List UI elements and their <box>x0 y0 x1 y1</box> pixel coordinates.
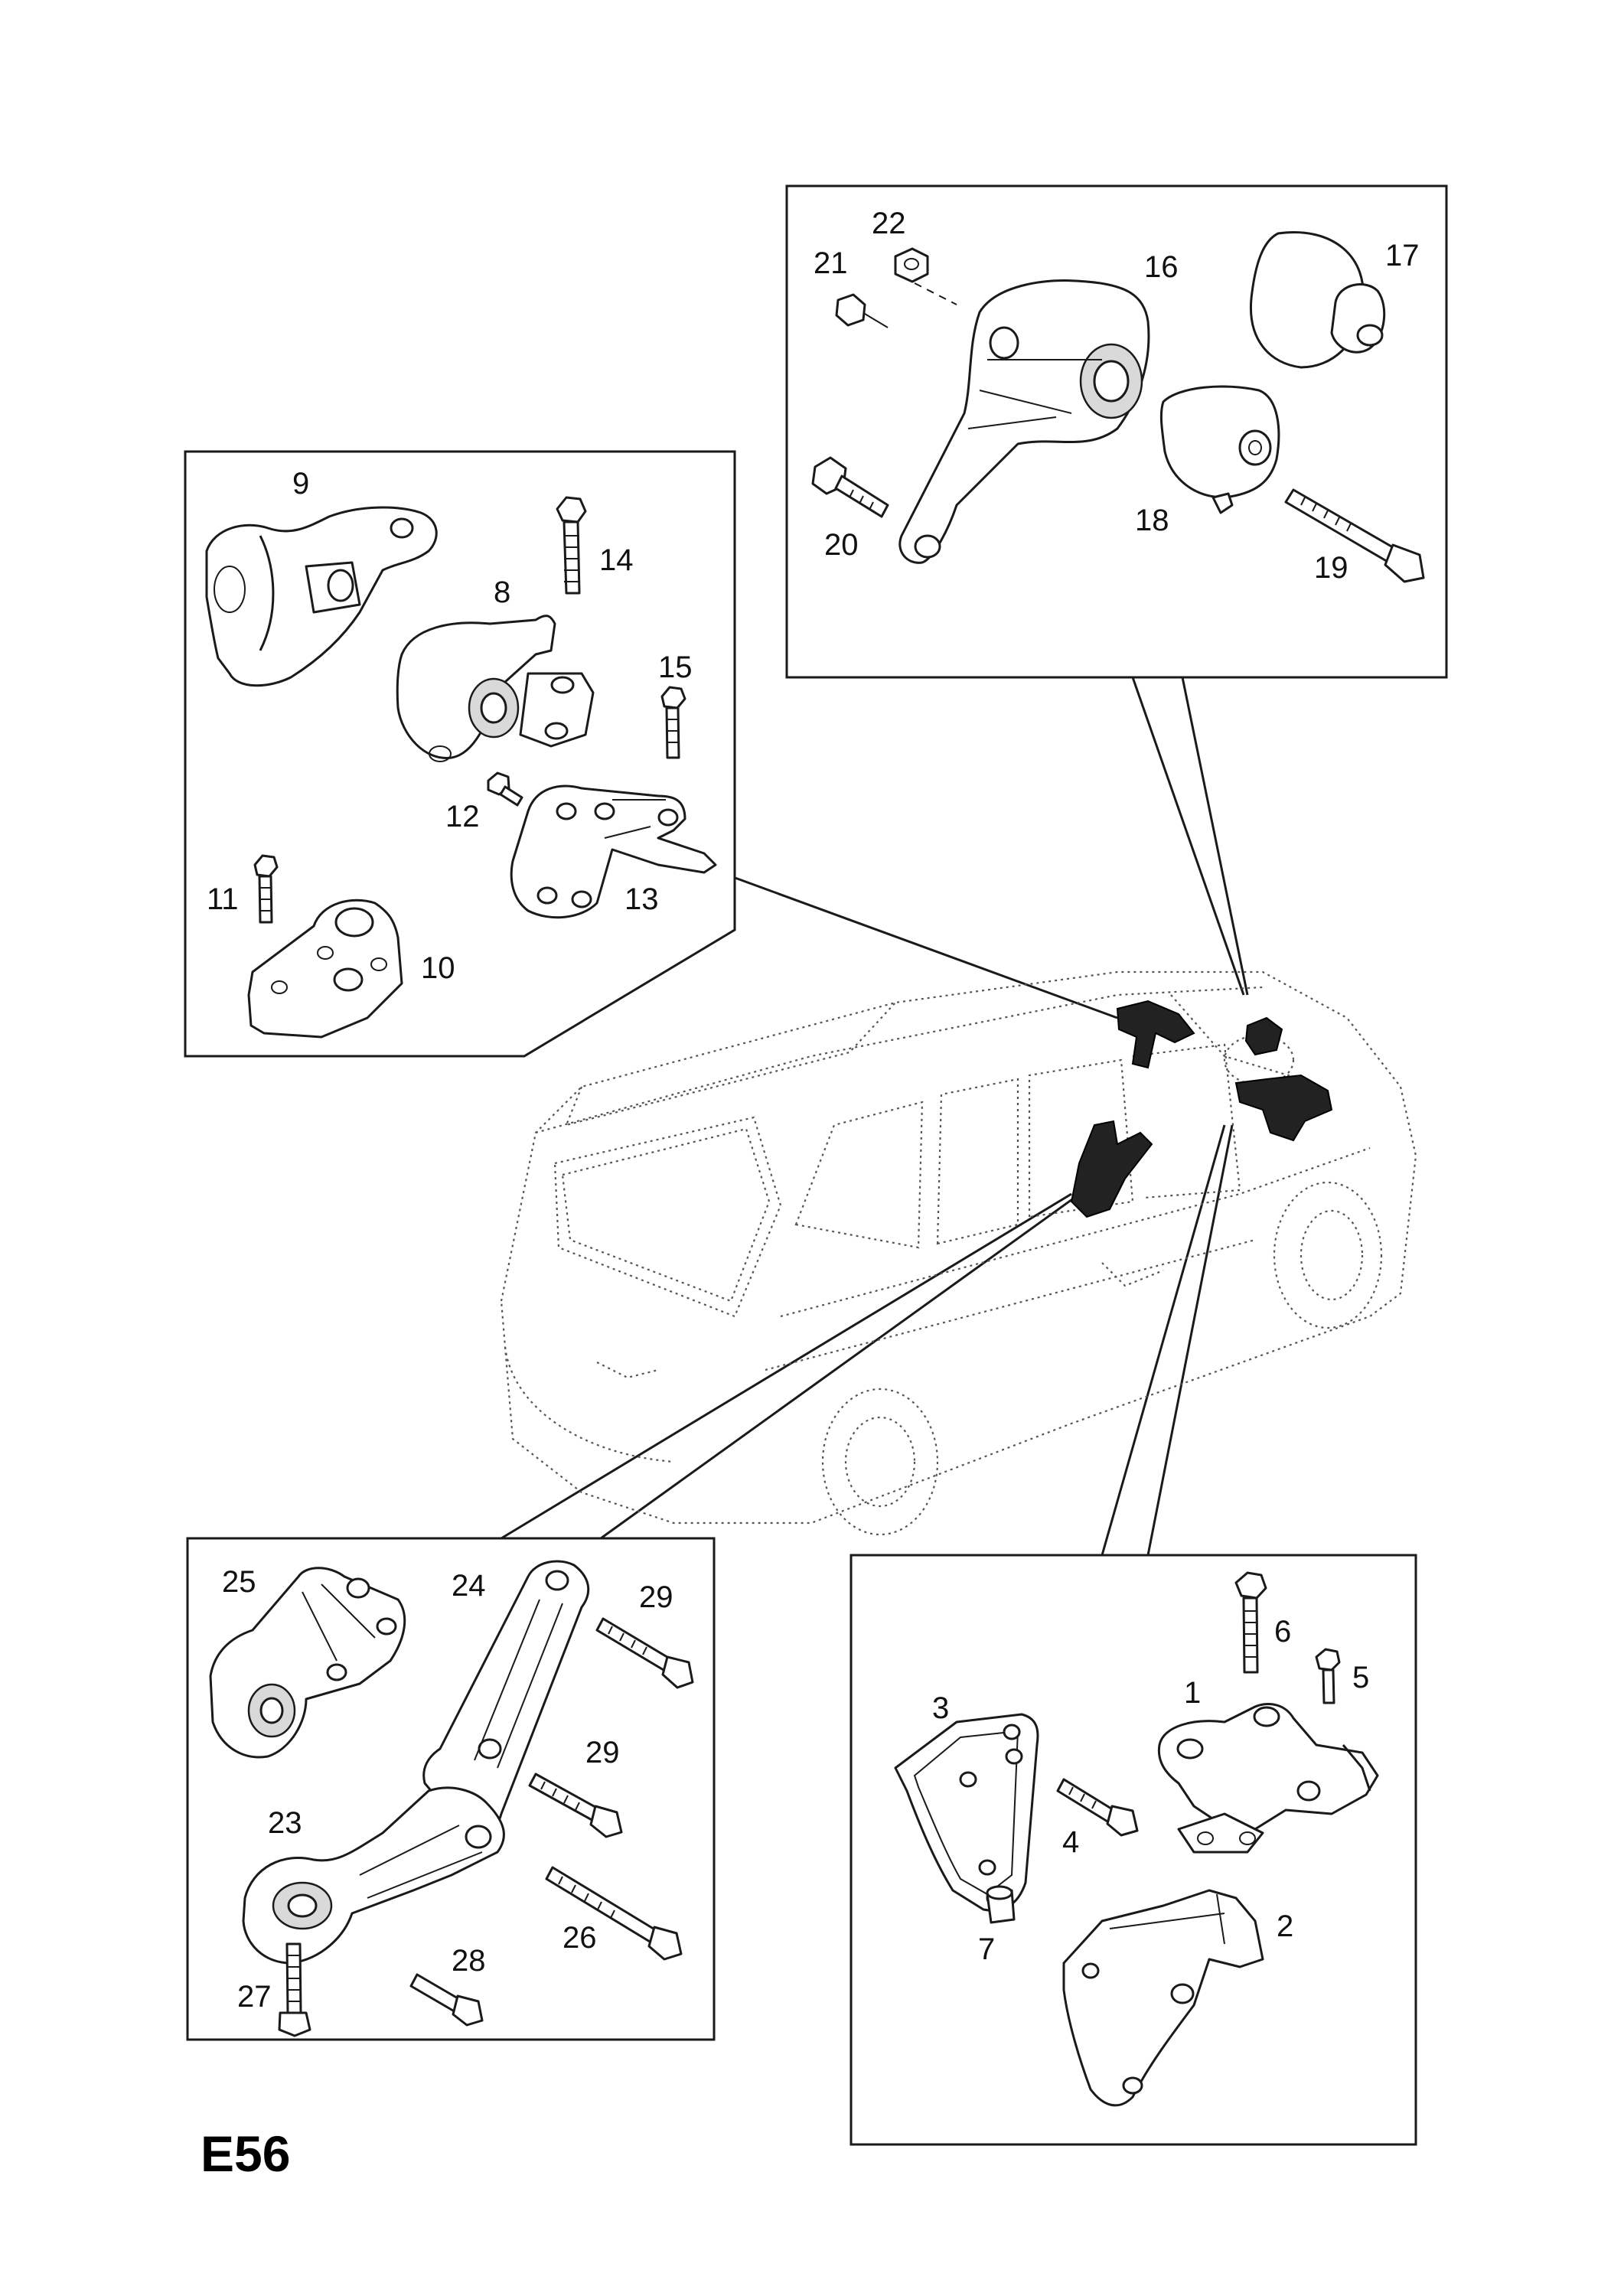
part-25-mount <box>209 1567 406 1759</box>
mount-highlight-top <box>1244 1016 1283 1056</box>
callout-27: 27 <box>237 1980 272 2014</box>
callout-29-upper: 29 <box>639 1580 673 1614</box>
mount-highlights <box>1070 1000 1333 1218</box>
callout-14: 14 <box>599 543 634 577</box>
callout-20: 20 <box>824 528 859 562</box>
panel-upper-left: 9 14 8 15 12 13 11 10 <box>184 450 736 1058</box>
part-19-bolt <box>1284 488 1425 583</box>
part-16-torque-arm <box>898 279 1150 564</box>
part-29-bolt-lower <box>528 1773 623 1838</box>
callout-16: 16 <box>1144 250 1179 284</box>
callout-7: 7 <box>978 1932 995 1966</box>
part-5-bolt <box>1315 1648 1341 1704</box>
part-21-nut <box>835 293 889 328</box>
panel-lower-right: 6 5 1 3 4 7 2 <box>850 1554 1417 2146</box>
part-14-bolt <box>556 496 587 595</box>
callout-11: 11 <box>207 882 239 916</box>
mount-highlight-right <box>1234 1074 1333 1142</box>
panel-upper-right: 22 21 16 17 18 20 19 <box>785 184 1448 679</box>
part-24-rod <box>422 1560 590 1835</box>
callout-8: 8 <box>494 576 510 609</box>
callout-12: 12 <box>445 800 480 833</box>
part-6-bolt <box>1234 1571 1267 1674</box>
mount-highlight-rear <box>1070 1120 1153 1218</box>
vehicle-outline <box>500 970 1417 1536</box>
callout-1: 1 <box>1184 1676 1201 1710</box>
part-28-bolt <box>409 1973 484 2027</box>
part-20-bolt <box>811 456 889 518</box>
part-26-bolt <box>545 1866 683 1961</box>
part-4-bolt <box>1056 1778 1139 1837</box>
part-18-mount-block <box>1159 385 1280 514</box>
part-15-bolt <box>660 686 686 759</box>
part-2-bracket <box>1062 1889 1264 2107</box>
callout-28: 28 <box>452 1944 486 1978</box>
part-13-support-bracket <box>510 784 717 919</box>
callout-26: 26 <box>563 1921 597 1955</box>
callout-19: 19 <box>1314 551 1348 585</box>
callout-18: 18 <box>1135 504 1169 537</box>
part-1-engine-mount <box>1157 1703 1379 1854</box>
callout-24: 24 <box>452 1569 486 1603</box>
callout-15: 15 <box>658 651 693 684</box>
part-10-mount-base <box>247 899 403 1039</box>
callout-23: 23 <box>268 1806 302 1840</box>
callout-9: 9 <box>292 467 309 501</box>
callout-21: 21 <box>814 246 848 280</box>
callout-5: 5 <box>1352 1661 1369 1694</box>
callout-25: 25 <box>222 1565 256 1599</box>
part-29-bolt-upper <box>595 1617 694 1689</box>
part-7-sleeve <box>986 1885 1016 1924</box>
callout-29-lower: 29 <box>585 1736 620 1769</box>
mount-highlight-left <box>1116 1000 1195 1069</box>
callout-13: 13 <box>624 882 659 916</box>
callout-6: 6 <box>1274 1615 1291 1649</box>
callout-22: 22 <box>872 207 906 240</box>
part-12-bolt <box>487 771 523 807</box>
callout-3: 3 <box>932 1691 949 1725</box>
callout-4: 4 <box>1062 1825 1079 1859</box>
callout-10: 10 <box>421 951 455 985</box>
part-8-engine-mount <box>396 615 595 762</box>
part-22-nut <box>894 247 957 305</box>
part-11-bolt <box>253 854 279 924</box>
callout-17: 17 <box>1385 239 1420 272</box>
callout-2: 2 <box>1277 1910 1293 1943</box>
part-9-mount-bracket <box>205 506 438 687</box>
page-code: E56 <box>201 2125 290 2182</box>
panel-lower-left: 25 24 29 29 23 26 28 27 <box>186 1537 716 2041</box>
part-17-bush <box>1249 231 1386 369</box>
part-27-bolt <box>278 1942 311 2037</box>
